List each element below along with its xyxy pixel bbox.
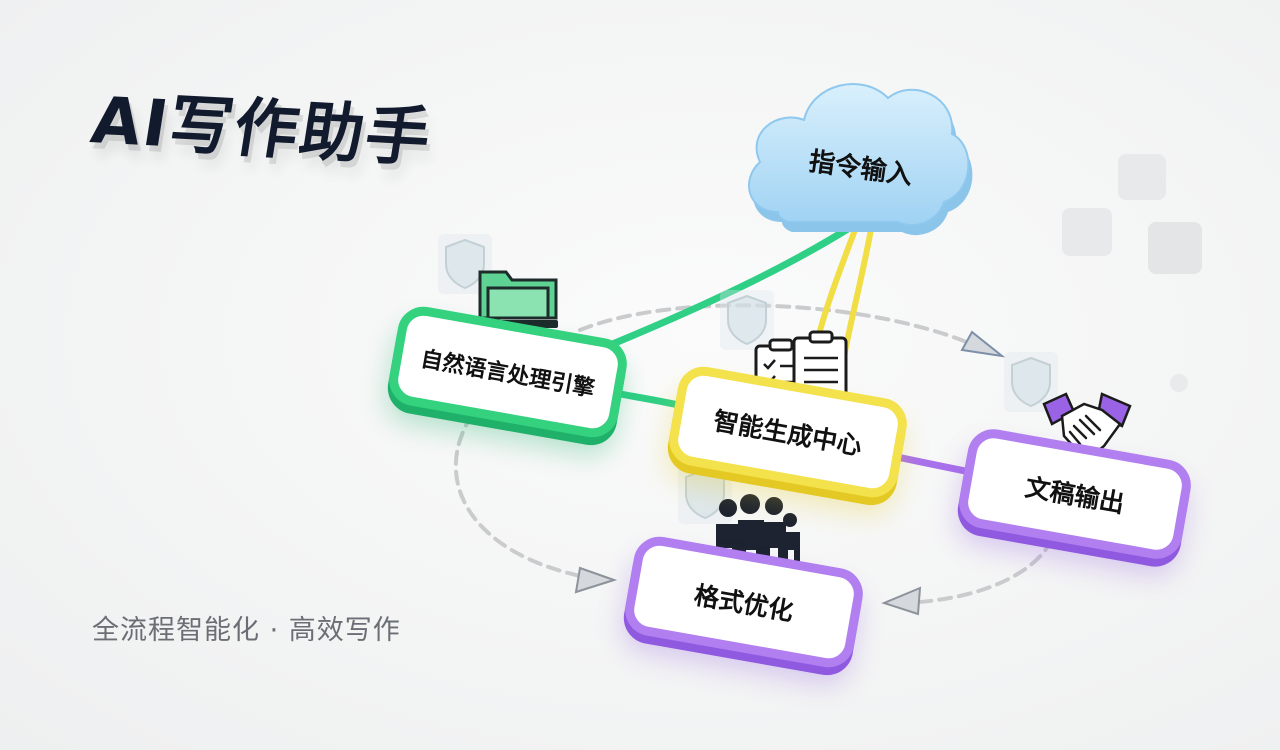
link-green-cloud-nlp bbox=[594, 216, 866, 354]
arrowhead-top bbox=[960, 330, 1006, 358]
flow-arc-top bbox=[578, 303, 987, 352]
page-title: AI写作助手 bbox=[86, 84, 438, 176]
flow-arc-right bbox=[903, 538, 1054, 605]
shield-icon bbox=[1004, 352, 1058, 412]
arrowhead-left bbox=[574, 566, 618, 594]
cloud-icon bbox=[748, 83, 973, 236]
decorative-tiles bbox=[1062, 154, 1202, 274]
decorative-dot bbox=[1170, 374, 1188, 392]
arrowheads bbox=[574, 330, 1006, 616]
flow-arc-left bbox=[453, 413, 592, 580]
arrowhead-right bbox=[881, 586, 922, 616]
page-subtitle: 全流程智能化 · 高效写作 bbox=[92, 615, 401, 646]
shield-icon bbox=[678, 464, 732, 524]
shield-icon bbox=[720, 290, 774, 350]
